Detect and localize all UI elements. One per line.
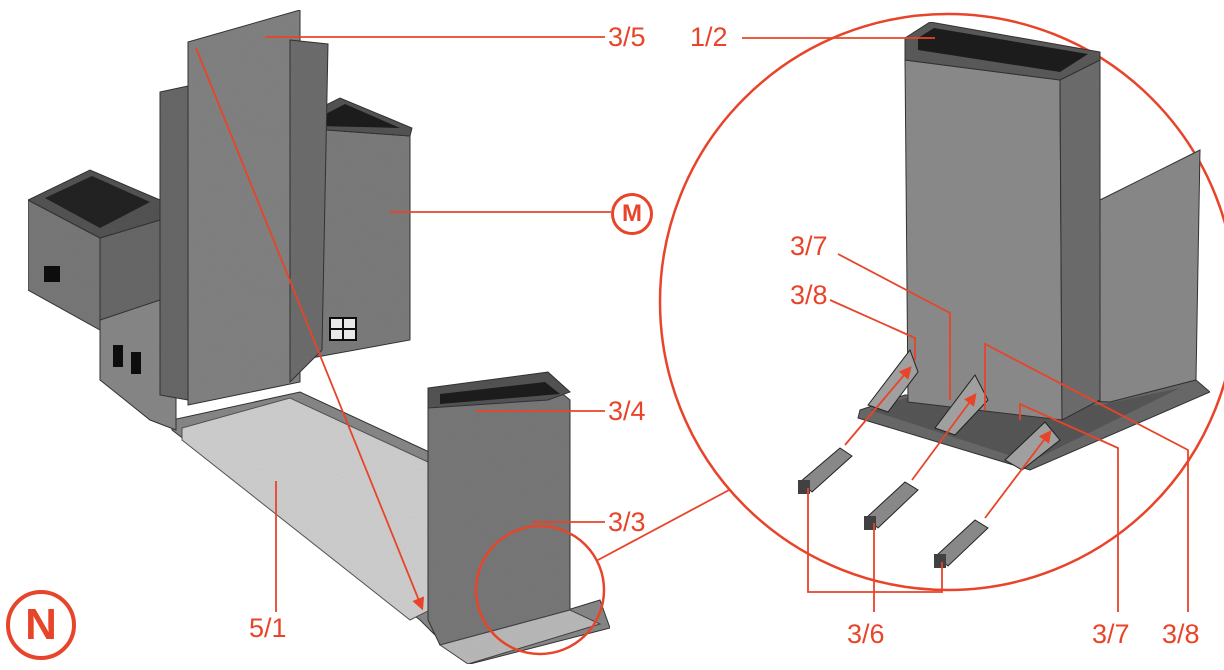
label-3-4: 3/4 xyxy=(608,396,646,426)
leader-lines-left xyxy=(195,36,611,612)
socket-2 xyxy=(934,374,989,436)
label-3-3: 3/3 xyxy=(608,507,646,537)
label-3-7-bottom: 3/7 xyxy=(1092,619,1130,649)
label-3-6: 3/6 xyxy=(847,619,885,649)
tower-3-3-front xyxy=(427,381,571,646)
wall-panel-3-5-back xyxy=(159,85,189,401)
badge-m: M xyxy=(611,193,653,235)
label-1-2: 1/2 xyxy=(690,22,728,52)
label-5-1: 5/1 xyxy=(249,613,287,643)
floor-surface-5-1 xyxy=(181,397,431,621)
detail-model xyxy=(798,21,1211,568)
part-3-6-a-end xyxy=(798,480,810,494)
detail-connector xyxy=(597,481,745,561)
label-3-8-top: 3/8 xyxy=(790,280,828,310)
building-model xyxy=(26,9,611,665)
detail-tower-side xyxy=(1059,59,1101,421)
detail-tower-front xyxy=(904,59,1063,421)
small-window-1 xyxy=(113,345,123,367)
tower-base-step xyxy=(438,609,602,665)
leader-lines-right xyxy=(742,37,1189,612)
part-3-6-b-end xyxy=(864,516,876,530)
label-3-5: 3/5 xyxy=(608,22,646,52)
detail-circle-small xyxy=(474,524,606,656)
wall-panel-3-5-side xyxy=(289,39,329,384)
socket-1 xyxy=(867,348,919,413)
part-3-6-c-end xyxy=(934,554,946,568)
label-3-7-top: 3/7 xyxy=(790,231,828,261)
wall-panel-3-5 xyxy=(187,9,301,406)
badge-n: N xyxy=(6,590,76,660)
square-window xyxy=(44,266,60,282)
small-window-2 xyxy=(131,352,141,374)
label-3-8-bottom: 3/8 xyxy=(1162,619,1200,649)
